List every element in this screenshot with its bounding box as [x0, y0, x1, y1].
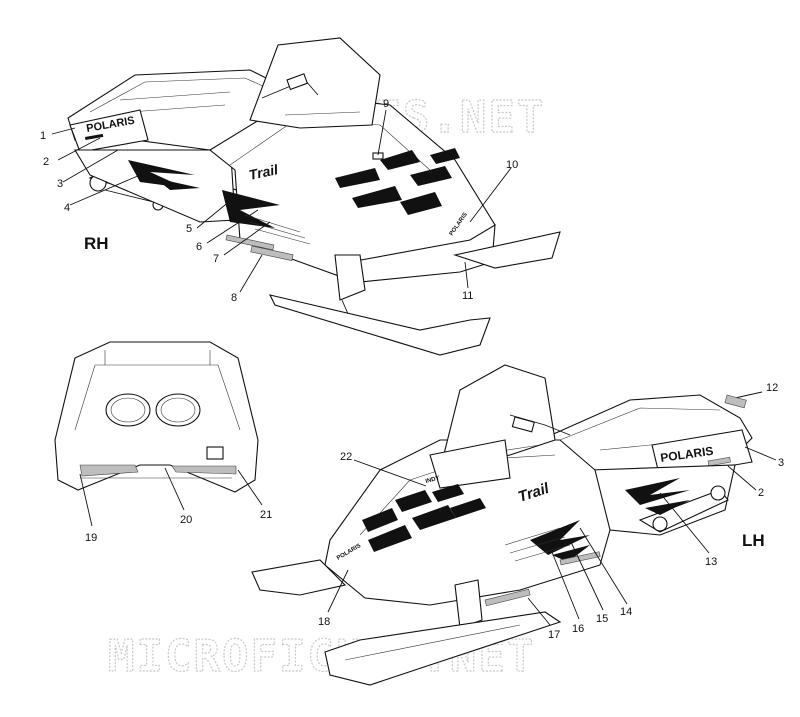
lh-snowmobile: POLARIS INDY Trail: [251, 364, 753, 686]
callout-14: 14: [620, 606, 632, 618]
callout-3-lh: 3: [778, 457, 784, 469]
lh-leader-lines: [327, 391, 777, 626]
callout-12: 12: [766, 382, 778, 394]
lh-callouts: 12 3 2 13 14 15 16 17 18 22 LH: [318, 382, 784, 641]
callout-22: 22: [340, 451, 352, 463]
callout-6: 6: [196, 241, 202, 253]
rh-snowmobile: POLARIS Trail POLARIS: [67, 37, 561, 356]
callout-9: 9: [383, 98, 389, 110]
callout-2: 2: [43, 156, 49, 168]
console-leader-lines: [79, 467, 263, 527]
callout-20: 20: [180, 514, 192, 526]
callout-19: 19: [85, 532, 97, 544]
callout-11: 11: [462, 290, 473, 302]
callout-15: 15: [596, 613, 608, 625]
lh-small-decal: INDY: [425, 475, 440, 485]
rh-model-decal: Trail: [247, 161, 280, 183]
callout-13: 13: [705, 556, 717, 568]
callout-17: 17: [548, 629, 560, 641]
callout-16: 16: [572, 623, 584, 635]
callout-4: 4: [64, 202, 70, 214]
rh-leader-lines: [51, 109, 512, 293]
callout-1: 1: [40, 130, 46, 142]
console-callouts: 19 20 21: [85, 509, 272, 544]
callout-3: 3: [57, 178, 63, 190]
side-label-lh: LH: [742, 531, 765, 550]
callout-5: 5: [186, 223, 192, 235]
side-label-rh: RH: [84, 234, 109, 253]
callout-2-lh: 2: [758, 487, 764, 499]
callout-18: 18: [318, 616, 330, 628]
callout-10: 10: [506, 159, 518, 171]
rh-callouts: 1 2 3 4 5 6 7 8 9 10 11 RH: [40, 98, 518, 304]
callout-8: 8: [231, 292, 237, 304]
callout-7: 7: [213, 253, 219, 265]
console-view: [54, 341, 259, 493]
callout-21: 21: [260, 509, 272, 521]
